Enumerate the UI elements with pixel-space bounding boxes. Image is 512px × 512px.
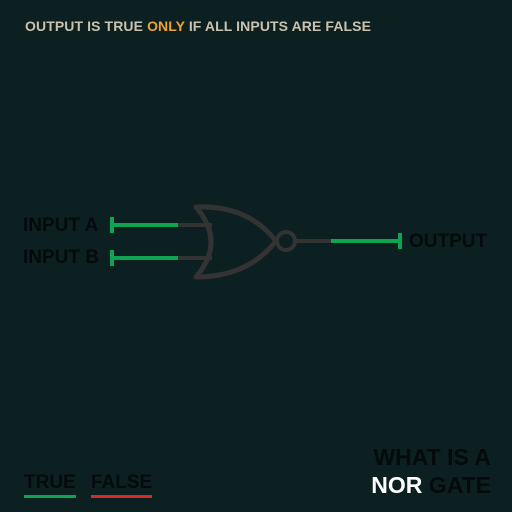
headline-emphasis: ONLY <box>147 18 185 34</box>
output-label: OUTPUT <box>409 231 488 252</box>
headline-text-before: OUTPUT IS TRUE <box>25 18 148 34</box>
slide-title: WHAT IS A NOR GATE <box>371 443 491 499</box>
title-highlight: NOR <box>371 472 423 498</box>
title-line-1: WHAT IS A <box>373 444 491 470</box>
title-line-2: NOR GATE <box>371 471 491 499</box>
input-a-label: INPUT A <box>23 215 99 236</box>
nor-gate-body <box>193 204 279 280</box>
input-b-label: INPUT B <box>23 247 99 268</box>
title-line-2-rest: GATE <box>422 472 491 498</box>
inversion-bubble <box>275 230 297 252</box>
legend-true: TRUE <box>24 472 76 498</box>
headline-text-after: IF ALL INPUTS ARE FALSE <box>184 18 372 34</box>
legend-false: FALSE <box>91 472 153 498</box>
headline: OUTPUT IS TRUE ONLY IF ALL INPUTS ARE FA… <box>25 18 371 34</box>
